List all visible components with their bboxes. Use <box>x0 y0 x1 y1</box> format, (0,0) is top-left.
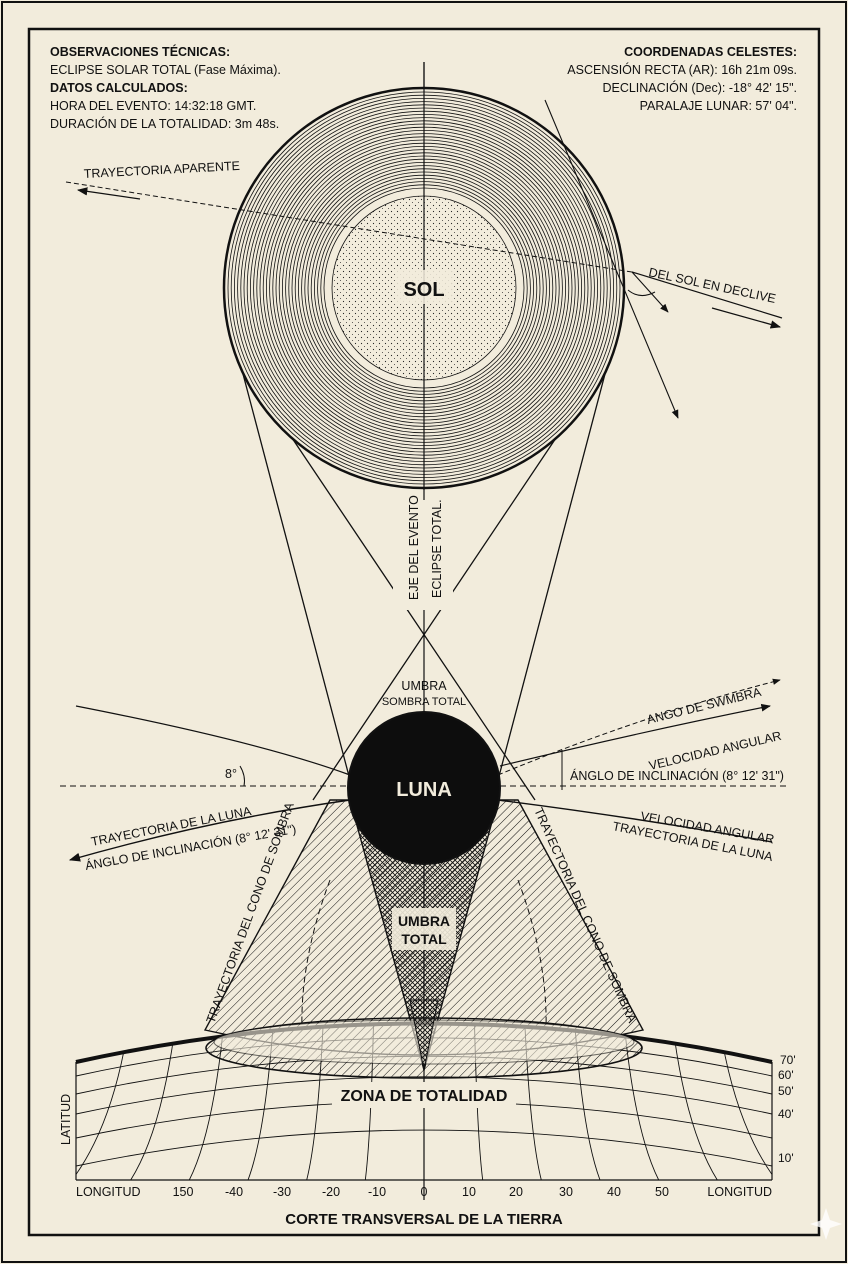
longitude-left-label: LONGITUD <box>76 1185 141 1199</box>
header-left-subtitle: DATOS CALCULADOS: <box>50 81 188 95</box>
projection-cone-lines <box>237 354 611 801</box>
longitude-tick: -20 <box>322 1185 340 1199</box>
footer-caption: CORTE TRANSVERSAL DE LA TIERRA <box>285 1211 563 1228</box>
moon: LUNA <box>347 711 501 865</box>
umbra-top-sublabel: SOMBRA TOTAL <box>382 696 466 708</box>
axis-label-1: EJE DEL EVENTO <box>407 495 421 600</box>
header-left: OBSERVACIONES TÉCNICAS: ECLIPSE SOLAR TO… <box>50 44 281 131</box>
latitude-ticks: 70' 60' 50' 40' 10' <box>778 1053 796 1165</box>
header-right: COORDENADAS CELESTES: ASCENSIÓN RECTA (A… <box>567 45 797 113</box>
latitude-tick: 10' <box>778 1151 794 1165</box>
apparent-path-label: TRAYECTORIA APARENTE <box>83 159 240 181</box>
latitude-tick: 60' <box>778 1068 794 1082</box>
axis-label-2: ECLIPSE TOTAL. <box>430 499 444 598</box>
earth-cross-section: ZONA DE TOTALIDAD <box>75 999 773 1181</box>
latitude-tick: 70' <box>780 1053 796 1067</box>
header-right-line2: DECLINACIÓN (Dec): -18° 42' 15". <box>602 80 797 95</box>
longitude-tick: 30 <box>559 1185 573 1199</box>
shadow-angle-label: ANGO DE SWMBRA <box>645 685 763 727</box>
inner-border <box>27 27 821 1237</box>
umbra-total-label-2: TOTAL <box>401 931 447 947</box>
inclination-right-label: ÁNGLO DE INCLINACIÓN (8° 12' 31") <box>570 768 784 783</box>
header-left-line2: HORA DEL EVENTO: 14:32:18 GMT. <box>50 99 256 113</box>
sparkle-icon <box>810 1208 842 1240</box>
header-left-line1: ECLIPSE SOLAR TOTAL (Fase Máxima). <box>50 63 281 77</box>
eight-degrees-label: 8° <box>225 767 237 781</box>
longitude-tick: -40 <box>225 1185 243 1199</box>
totality-zone-label: ZONA DE TOTALIDAD <box>341 1088 508 1105</box>
umbra-total-label-1: UMBRA <box>398 913 450 929</box>
sun-decline-label: DEL SOL EN DECLIVE <box>647 265 777 306</box>
latitude-tick: 50' <box>778 1084 794 1098</box>
header-left-title: OBSERVACIONES TÉCNICAS: <box>50 44 230 59</box>
header-right-title: COORDENADAS CELESTES: <box>624 45 797 59</box>
latitude-tick: 40' <box>778 1107 794 1121</box>
longitude-tick: 20 <box>509 1185 523 1199</box>
event-axis-label: EJE DEL EVENTO ECLIPSE TOTAL. <box>393 495 453 610</box>
longitude-right-label: LONGITUD <box>707 1185 772 1199</box>
longitude-tick: 0 <box>421 1185 428 1199</box>
header-right-line1: ASCENSIÓN RECTA (AR): 16h 21m 09s. <box>567 62 797 77</box>
sun-label: SOL <box>403 279 444 301</box>
umbra-top-label: UMBRA <box>401 679 447 693</box>
longitude-tick: 50 <box>655 1185 669 1199</box>
header-right-line3: PARALAJE LUNAR: 57' 04". <box>640 99 797 113</box>
longitude-tick: 40 <box>607 1185 621 1199</box>
moon-label: LUNA <box>396 779 452 801</box>
header-left-line3: DURACIÓN DE LA TOTALIDAD: 3m 48s. <box>50 116 279 131</box>
longitude-tick: -30 <box>273 1185 291 1199</box>
longitude-tick: 10 <box>462 1185 476 1199</box>
longitude-tick: 150 <box>173 1185 194 1199</box>
longitude-ticks: 150 -40 -30 -20 -10 0 10 20 30 40 50 <box>173 1185 669 1199</box>
angular-velocity-upper-label: VELOCIDAD ANGULAR <box>648 729 783 773</box>
latitude-label: LATITUD <box>59 1094 73 1145</box>
sun: SOL <box>222 62 626 490</box>
longitude-tick: -10 <box>368 1185 386 1199</box>
